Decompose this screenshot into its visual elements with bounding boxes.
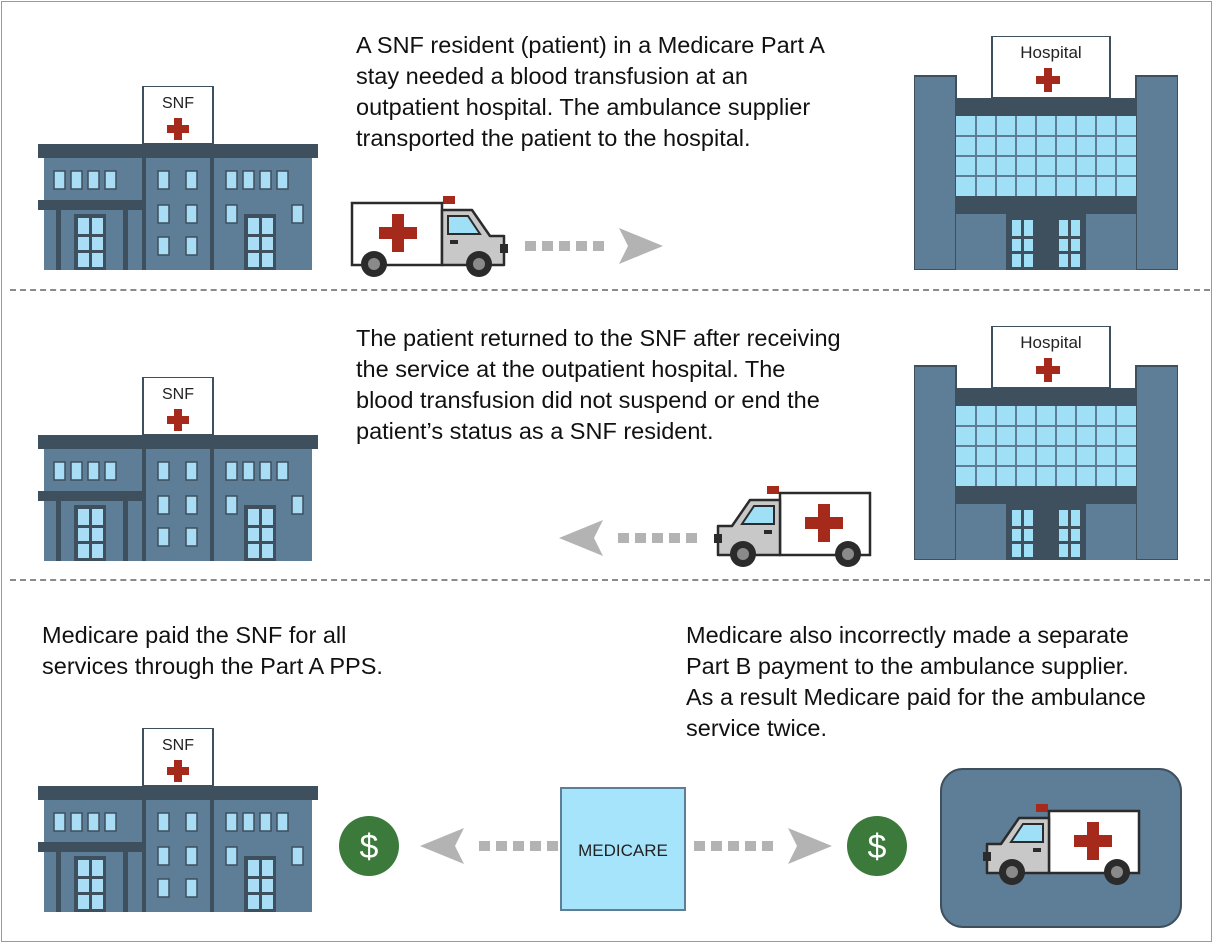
caption-row2-line: The patient returned to the SNF after re… — [356, 325, 841, 351]
snf-sign-row2: SNF — [162, 386, 194, 403]
caption-row3-left-line: Medicare paid the SNF for all — [42, 622, 347, 648]
hospital-building-row1: Hospital — [914, 36, 1178, 270]
hospital-sign-row1: Hospital — [1020, 43, 1081, 62]
hospital-sign-row2: Hospital — [1020, 333, 1081, 352]
arrow-to-snf-row2 — [557, 518, 697, 558]
row-divider-2 — [10, 579, 1210, 581]
row-divider-1 — [10, 289, 1210, 291]
dollar-symbol-left: $ — [360, 828, 379, 866]
hospital-building-row2: Hospital — [914, 326, 1178, 560]
ambulance-row2 — [712, 486, 872, 570]
caption-row3-left: Medicare paid the SNF for all services t… — [42, 620, 383, 682]
caption-row3-right-line: As a result Medicare paid for the ambula… — [686, 684, 1146, 710]
medicare-label: MEDICARE — [578, 841, 668, 860]
caption-row3-right: Medicare also incorrectly made a separat… — [686, 620, 1146, 744]
medicare-box: MEDICARE — [560, 787, 686, 911]
dollar-symbol-right: $ — [868, 828, 887, 866]
caption-row2-line: patient’s status as a SNF resident. — [356, 418, 714, 444]
caption-row1-line: outpatient hospital. The ambulance suppl… — [356, 94, 811, 120]
snf-sign-row1: SNF — [162, 95, 194, 112]
caption-row1-line: transported the patient to the hospital. — [356, 125, 751, 151]
caption-row2-line: the service at the outpatient hospital. … — [356, 356, 786, 382]
ambulance-row1 — [350, 196, 510, 280]
arrow-medicare-to-ambulance — [694, 826, 834, 866]
caption-row1: A SNF resident (patient) in a Medicare P… — [356, 30, 825, 154]
dollar-coin-snf: $ — [339, 816, 399, 876]
caption-row3-right-line: Medicare also incorrectly made a separat… — [686, 622, 1129, 648]
caption-row3-right-line: Part B payment to the ambulance supplier… — [686, 653, 1129, 679]
snf-building-row3: SNF — [38, 728, 318, 912]
caption-row3-left-line: services through the Part A PPS. — [42, 653, 383, 679]
snf-building-row2: SNF — [38, 377, 318, 561]
arrow-medicare-to-snf — [418, 826, 558, 866]
dollar-coin-ambulance: $ — [847, 816, 907, 876]
snf-sign-row3: SNF — [162, 737, 194, 754]
ambulance-supplier-panel — [940, 768, 1182, 928]
arrow-to-hospital-row1 — [525, 226, 665, 266]
caption-row1-line: A SNF resident (patient) in a Medicare P… — [356, 32, 825, 58]
caption-row2-line: blood transfusion did not suspend or end… — [356, 387, 820, 413]
caption-row1-line: stay needed a blood transfusion at an — [356, 63, 748, 89]
snf-building-row1: SNF — [38, 86, 318, 270]
caption-row3-right-line: service twice. — [686, 715, 828, 741]
caption-row2: The patient returned to the SNF after re… — [356, 323, 841, 447]
